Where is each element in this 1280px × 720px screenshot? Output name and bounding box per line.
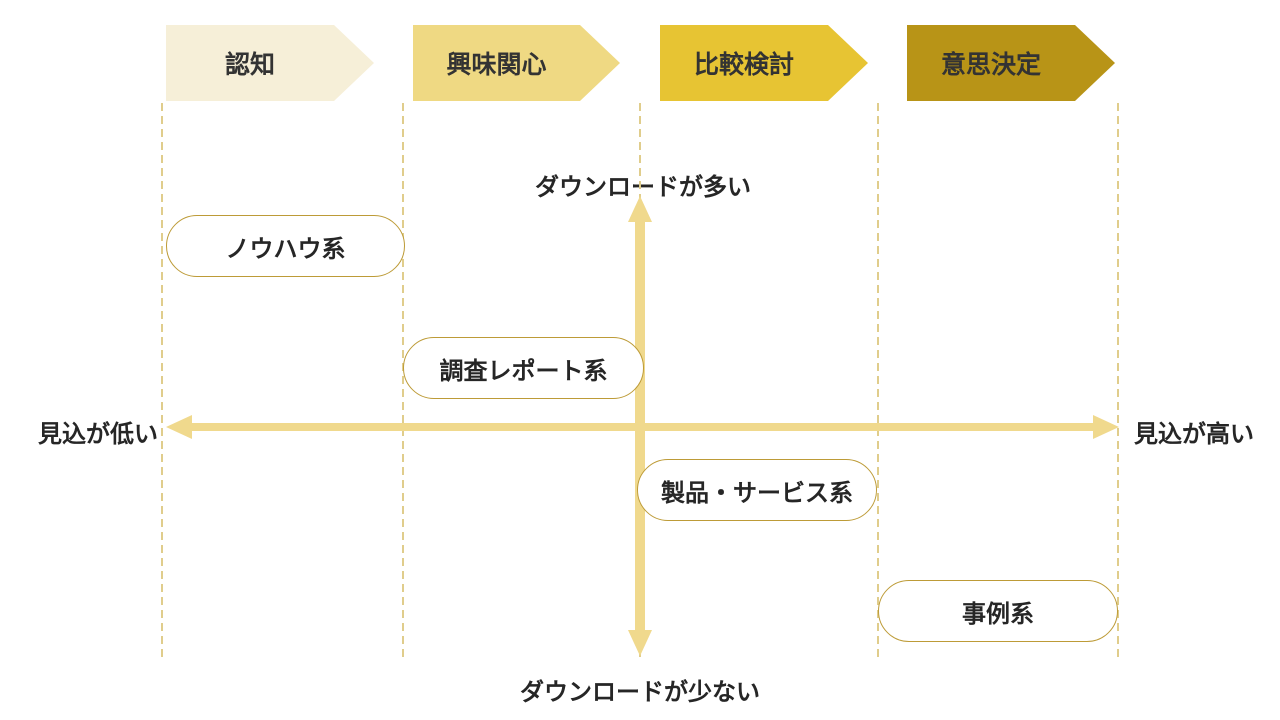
column-guide-dashed-line bbox=[1117, 103, 1119, 660]
arrow-up-icon bbox=[628, 196, 652, 222]
stage-label: 意思決定 bbox=[940, 51, 1041, 79]
column-guide-dashed-line bbox=[402, 103, 404, 660]
horizontal-axis-arrow bbox=[166, 415, 1119, 439]
pill-label: ノウハウ系 bbox=[225, 235, 346, 263]
content-pill-research-report: 調査レポート系 bbox=[403, 337, 644, 399]
column-guide-dashed-line bbox=[161, 103, 163, 660]
arrow-right-icon bbox=[1093, 415, 1119, 439]
horizontal-axis-shaft bbox=[188, 423, 1097, 431]
column-guide-dashed-line bbox=[877, 103, 879, 660]
axis-label-downloads-low: ダウンロードが少ない bbox=[520, 679, 760, 706]
axis-label-prospect-high: 見込が高い bbox=[1134, 421, 1254, 448]
arrow-down-icon bbox=[628, 630, 652, 656]
stage-banner-interest: 興味関心 bbox=[413, 25, 620, 101]
arrow-left-icon bbox=[166, 415, 192, 439]
pill-label: 製品・サービス系 bbox=[661, 479, 853, 507]
pill-label: 調査レポート系 bbox=[439, 357, 608, 385]
stage-banner-comparison: 比較検討 bbox=[660, 25, 868, 101]
stage-label: 興味関心 bbox=[446, 51, 547, 79]
axis-label-prospect-low: 見込が低い bbox=[38, 421, 158, 448]
content-pill-knowhow: ノウハウ系 bbox=[166, 215, 405, 277]
pill-label: 事例系 bbox=[962, 600, 1034, 628]
stage-label: 認知 bbox=[224, 51, 275, 79]
stage-banner-awareness: 認知 bbox=[166, 25, 374, 101]
stage-label: 比較検討 bbox=[693, 51, 794, 79]
content-pill-case-study: 事例系 bbox=[878, 580, 1118, 642]
stage-banner-decision: 意思決定 bbox=[907, 25, 1115, 101]
content-pill-product-service: 製品・サービス系 bbox=[637, 459, 877, 521]
